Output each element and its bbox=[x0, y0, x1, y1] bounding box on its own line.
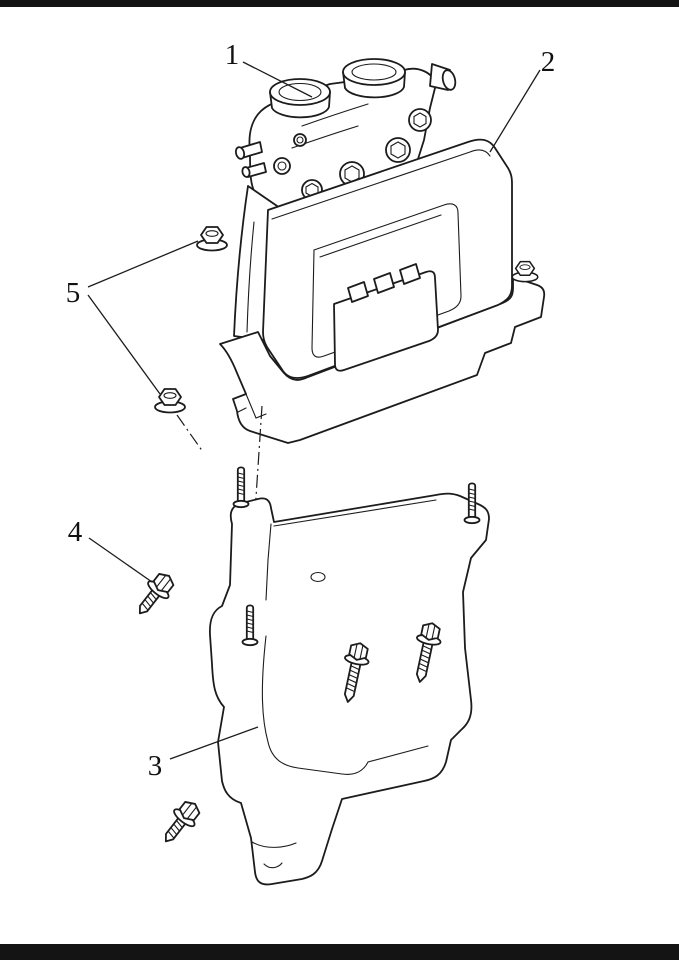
callout-2: 2 bbox=[541, 46, 556, 78]
bracket-hole bbox=[310, 571, 326, 583]
page-edge-bottom bbox=[0, 944, 679, 960]
side-stub-fittings bbox=[234, 141, 267, 178]
flange-bolt-upper bbox=[129, 567, 180, 622]
bracket-stud-top-left bbox=[232, 466, 250, 509]
mounting-bracket bbox=[209, 466, 490, 886]
flange-nut-upper bbox=[196, 226, 228, 252]
callouts: 1 2 3 4 5 bbox=[66, 39, 556, 782]
flange-bolt-lower bbox=[155, 795, 206, 850]
wiring-connector bbox=[333, 263, 439, 372]
callout-4: 4 bbox=[68, 516, 83, 548]
elbow-port bbox=[441, 69, 457, 91]
left-cylinder-port bbox=[269, 78, 331, 119]
flange-nut-right bbox=[511, 260, 539, 283]
leader-lines bbox=[87, 61, 541, 760]
right-cylinder-port bbox=[342, 58, 406, 99]
nut-centerline bbox=[176, 414, 204, 453]
page-edge-top bbox=[0, 0, 679, 7]
callout-1: 1 bbox=[225, 39, 240, 71]
callout-5: 5 bbox=[66, 277, 81, 309]
callout-3: 3 bbox=[148, 750, 163, 782]
hydraulic-modulator bbox=[233, 58, 457, 341]
